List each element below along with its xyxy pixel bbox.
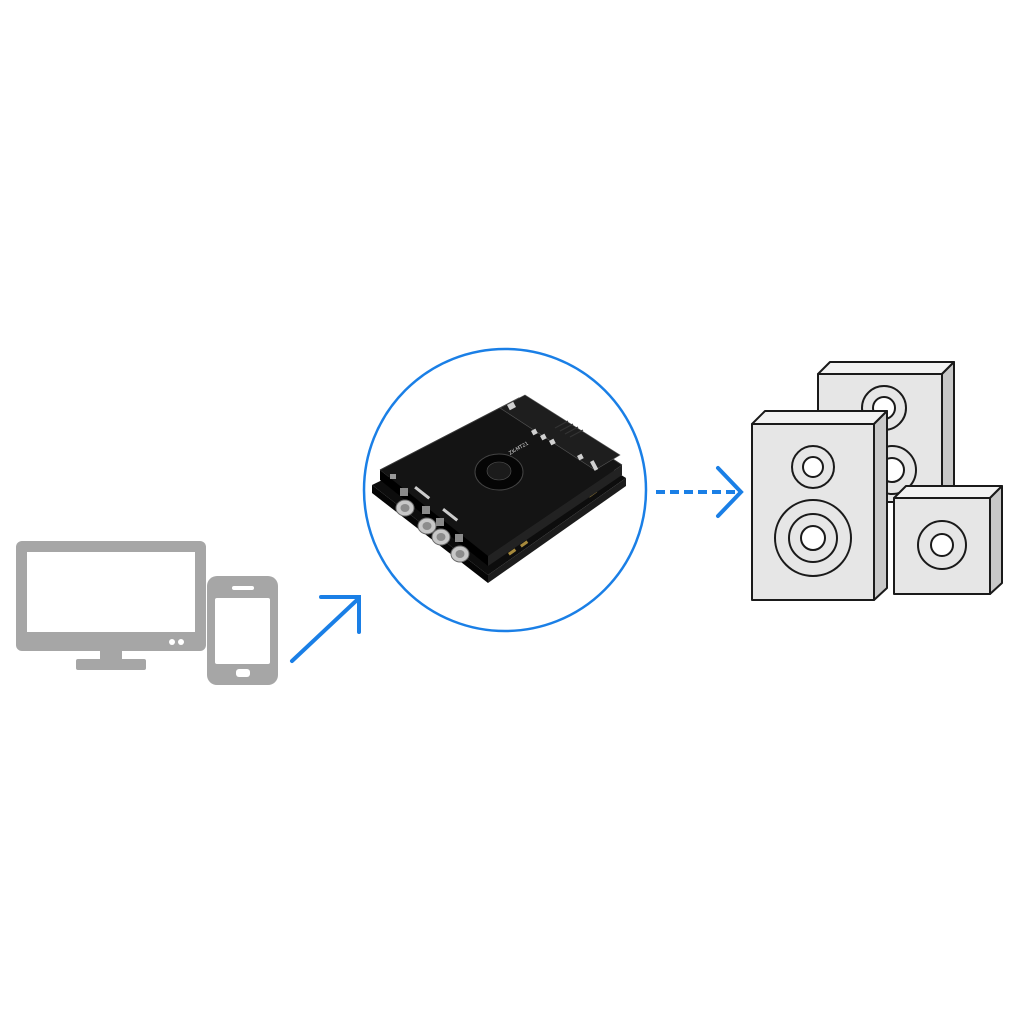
- board-knob: [431, 518, 451, 546]
- smartphone-icon: [207, 576, 278, 685]
- front-speaker: [751, 410, 888, 601]
- arrow-source-to-amplifier: [290, 595, 361, 663]
- board-knob: [395, 488, 415, 517]
- monitor-icon: [16, 541, 206, 670]
- amplifier-board-icon: ZK-MT21: [372, 394, 626, 583]
- small-speaker: [893, 485, 1003, 595]
- board-knob: [417, 506, 437, 535]
- board-knob: [450, 534, 470, 563]
- speaker-set-icon: [751, 361, 1003, 601]
- arrow-amplifier-to-speakers: [656, 466, 744, 518]
